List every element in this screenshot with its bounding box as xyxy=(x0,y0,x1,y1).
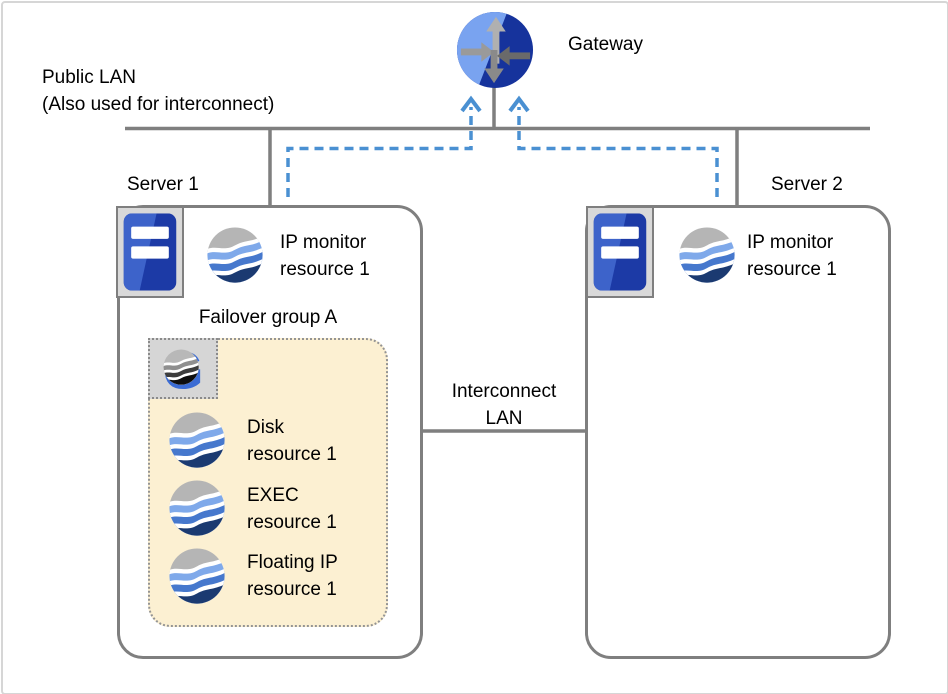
resource-name-line: resource 1 xyxy=(747,259,837,280)
floating-ip-resource-icon xyxy=(169,548,225,604)
gateway-label: Gateway xyxy=(568,34,643,55)
ip-monitor-resource-icon xyxy=(207,227,263,283)
interconnect-line1: Interconnect xyxy=(451,381,557,402)
server2-label: Server 2 xyxy=(771,174,843,195)
public-lan-line2: (Also used for interconnect) xyxy=(42,94,275,115)
server1-machine-tile xyxy=(116,206,184,298)
interconnect-line2: LAN xyxy=(485,408,523,429)
server-icon xyxy=(118,208,182,296)
resource-name-line: resource 1 xyxy=(247,444,337,465)
floating-ip-resource-label: Floating IP resource 1 xyxy=(247,549,338,603)
failover-group-label: Failover group A xyxy=(198,307,338,328)
resource-name-line: resource 1 xyxy=(247,579,337,600)
exec-resource-icon xyxy=(169,480,225,536)
server1-ip-monitor-label: IP monitor resource 1 xyxy=(280,229,370,283)
public-lan-line1: Public LAN xyxy=(42,67,136,88)
server2-ip-monitor-label: IP monitor resource 1 xyxy=(747,229,837,283)
server1-monitor-path xyxy=(286,107,473,197)
server-icon xyxy=(588,208,652,296)
cluster-logo-icon: G xyxy=(163,342,204,396)
resource-name-line: resource 1 xyxy=(247,512,337,533)
resource-name-line: Floating IP xyxy=(247,552,338,573)
resource-name-line: resource 1 xyxy=(280,259,370,280)
resource-name-line: IP monitor xyxy=(747,232,834,253)
server2-machine-tile xyxy=(586,206,654,298)
arrowhead-up-icon xyxy=(460,95,482,113)
arrowhead-up-icon xyxy=(508,95,530,113)
resource-name-line: Disk xyxy=(247,417,284,438)
resource-name-line: IP monitor xyxy=(280,232,367,253)
server2-monitor-path xyxy=(517,107,719,197)
interconnect-lan-label: Interconnect LAN xyxy=(423,378,585,432)
resource-name-line: EXEC xyxy=(247,485,299,506)
cluster-logo-tile: G xyxy=(148,338,218,399)
disk-resource-icon xyxy=(169,412,225,468)
disk-resource-label: Disk resource 1 xyxy=(247,414,337,468)
gateway-router-icon xyxy=(456,11,534,89)
exec-resource-label: EXEC resource 1 xyxy=(247,482,337,536)
server1-label: Server 1 xyxy=(127,174,199,195)
public-lan-label: Public LAN (Also used for interconnect) xyxy=(42,64,274,118)
ip-monitor-resource-icon xyxy=(679,227,735,283)
